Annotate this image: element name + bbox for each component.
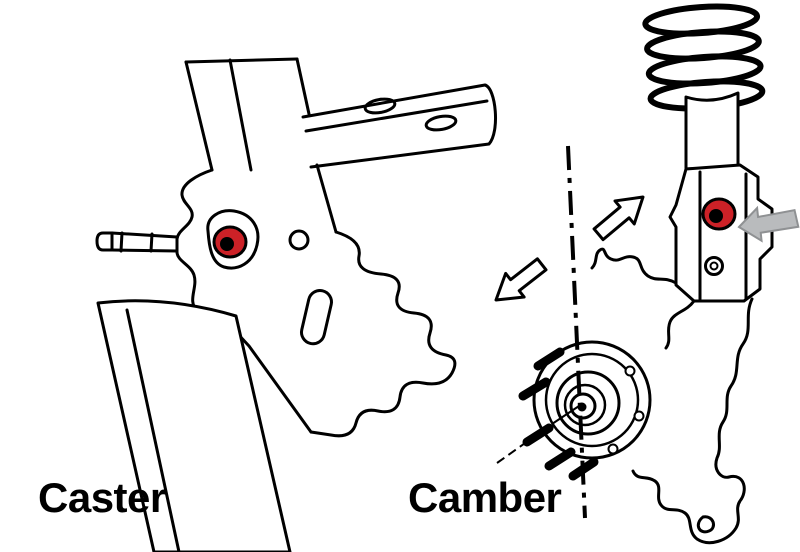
cam-direction-arrow <box>737 205 800 243</box>
knuckle-right-edge <box>631 297 754 544</box>
frame-slot <box>300 289 333 346</box>
caster-label: Caster <box>38 474 166 521</box>
caster-illustration <box>95 57 497 438</box>
cross-rail-slot-2 <box>424 114 458 132</box>
lower-bolt-inner <box>709 261 719 271</box>
adjuster-bolt <box>95 231 179 253</box>
frame-torn-edge <box>309 230 457 438</box>
bolt-washer-1 <box>119 231 124 253</box>
wheel-stud <box>518 377 551 401</box>
hub-bolt-circle <box>544 352 640 448</box>
camber-label: Camber <box>408 474 562 521</box>
frame-rail <box>184 57 457 438</box>
frame-top-cap <box>184 57 299 64</box>
frame-inner-line <box>228 58 253 172</box>
bolt-shaft-bottom <box>110 248 179 253</box>
adjustment-arrow-upper <box>592 195 645 242</box>
steering-axis-centerline <box>566 145 587 519</box>
caster-cam-bolt <box>212 225 248 259</box>
hub-axis-solid <box>551 403 583 425</box>
lower-clevis-bolt <box>704 256 724 276</box>
flange-hole-3 <box>607 443 619 455</box>
cross-rail-slot-1 <box>363 97 397 115</box>
knuckle-curl-detail <box>696 515 716 534</box>
coil-spring <box>642 3 766 112</box>
caster-cam-center <box>220 237 234 251</box>
frame-right-edge-mid <box>315 163 338 234</box>
steering-knuckle <box>590 247 754 544</box>
strut-tube <box>684 91 740 171</box>
cam-plate-outline <box>206 209 260 270</box>
camber-cam-bolt <box>701 197 737 231</box>
frame-right-edge-upper <box>295 57 311 116</box>
adjustment-arrow-lower <box>494 257 548 302</box>
hub-assembly <box>532 340 652 460</box>
wheel-stud <box>544 447 576 471</box>
knuckle-inner-line <box>664 299 696 350</box>
tube-body <box>96 299 292 552</box>
tube-highlight-line <box>125 308 181 552</box>
adjustment-arrows <box>494 195 645 302</box>
lower-tube <box>96 299 292 552</box>
strut-assembly <box>668 91 774 303</box>
frame-left-edge <box>184 60 214 172</box>
cross-rail-flange-line <box>304 99 489 133</box>
frame-hole <box>288 229 310 251</box>
camber-cam-center <box>709 209 723 223</box>
bolt-head <box>95 231 114 252</box>
wheel-stud <box>533 347 565 371</box>
cross-rail-outline <box>301 83 497 169</box>
cross-rail <box>301 83 497 169</box>
flange-hole-1 <box>624 365 636 377</box>
knuckle-upper-arm <box>590 247 678 285</box>
hub-axis-dashed <box>496 423 553 464</box>
flange-hole-2 <box>633 410 645 422</box>
bolt-washer-2 <box>149 232 154 253</box>
hub-axis-line <box>496 403 583 464</box>
